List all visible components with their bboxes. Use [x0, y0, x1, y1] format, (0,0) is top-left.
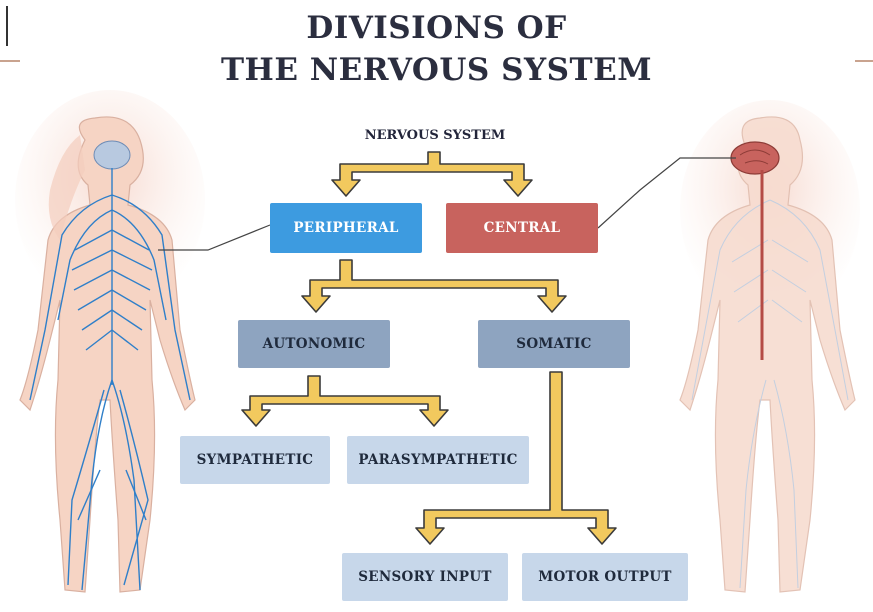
node-motor-output: MOTOR OUTPUT	[522, 553, 688, 601]
left-body-figure	[15, 90, 205, 593]
node-autonomic: AUTONOMIC	[238, 320, 390, 368]
arrow-root-split	[331, 151, 533, 197]
node-peripheral: PERIPHERAL	[270, 203, 422, 253]
brain-shape	[730, 141, 780, 175]
title-line-1: DIVISIONS OF	[306, 10, 567, 46]
arrow-somatic-split	[415, 371, 617, 545]
node-central: CENTRAL	[446, 203, 598, 253]
node-sensory-input: SENSORY INPUT	[342, 553, 508, 601]
arrow-peripheral-split	[301, 259, 567, 313]
node-parasympathetic: PARASYMPATHETIC	[347, 436, 529, 484]
title-line-2: THE NERVOUS SYSTEM	[220, 52, 653, 88]
left-rule	[0, 60, 20, 62]
edge-marker	[6, 6, 8, 46]
arrow-autonomic-split	[241, 375, 449, 427]
node-sympathetic: SYMPATHETIC	[180, 436, 330, 484]
node-somatic: SOMATIC	[478, 320, 630, 368]
central-leader-line	[597, 157, 736, 229]
arrow-connectors	[241, 151, 617, 545]
root-label: NERVOUS SYSTEM	[364, 128, 506, 143]
peripheral-leader-line	[158, 224, 271, 251]
right-body-figure	[679, 100, 860, 593]
left-nerve-network	[29, 168, 191, 591]
right-rule	[855, 60, 873, 62]
